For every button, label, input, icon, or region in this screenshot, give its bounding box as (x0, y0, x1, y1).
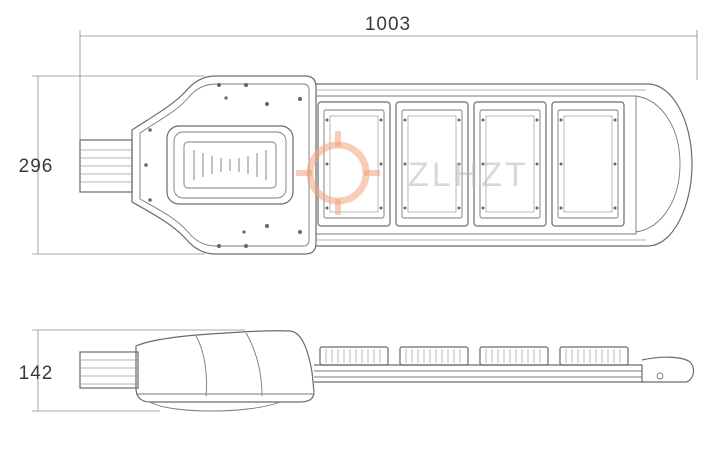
heatsink-1 (319, 346, 389, 366)
width-label: 296 (19, 156, 54, 177)
led-module-3 (473, 101, 547, 227)
pole-arm-side (79, 351, 139, 389)
housing-side (135, 330, 315, 412)
heatsink-2 (399, 346, 469, 366)
length-dimension: 1003 (79, 14, 698, 140)
height-label: 142 (19, 363, 54, 384)
led-module-2 (395, 101, 469, 227)
watermark: ZLHZT (296, 131, 529, 215)
height-dimension: 142 (19, 329, 245, 412)
module-screws (325, 118, 617, 210)
watermark-text: ZLHZT (408, 156, 529, 194)
led-module-1 (317, 101, 391, 227)
side-view: 142 (19, 329, 695, 412)
pole-arm-top (79, 139, 133, 193)
module-frame-top (316, 83, 693, 247)
length-label: 1003 (365, 14, 411, 35)
heatsink-4 (559, 346, 629, 366)
top-view: 1003 296 (19, 14, 698, 255)
led-module-4 (551, 101, 625, 227)
width-dimension: 296 (19, 75, 205, 255)
heatsink-3 (479, 346, 549, 366)
housing-top (131, 75, 317, 255)
module-rail-side (314, 356, 695, 383)
